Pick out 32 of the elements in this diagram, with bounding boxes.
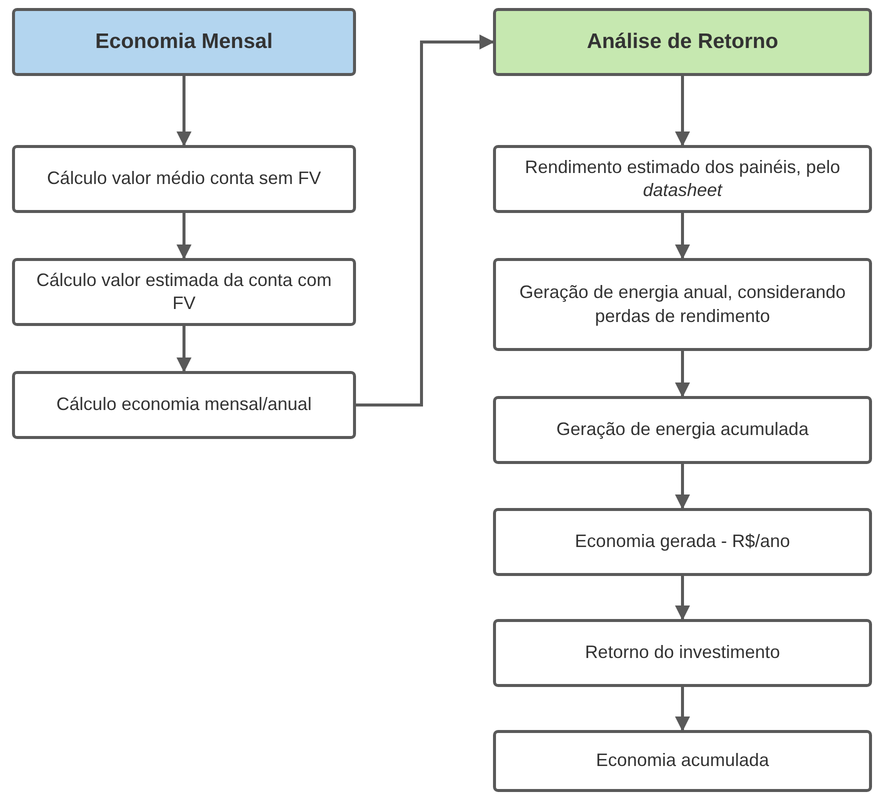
header-box bbox=[493, 8, 872, 76]
arrow bbox=[675, 687, 690, 732]
process-box bbox=[12, 371, 356, 439]
arrow bbox=[675, 213, 690, 260]
process-box bbox=[493, 619, 872, 687]
arrow bbox=[675, 464, 690, 510]
process-box bbox=[12, 258, 356, 326]
box-title: Análise de Retorno bbox=[586, 29, 778, 56]
process-box bbox=[493, 508, 872, 576]
arrow bbox=[675, 76, 690, 146]
arrow bbox=[356, 34, 494, 406]
box-title: Economia Mensal bbox=[95, 29, 273, 56]
box-text: Cálculo valor médio conta sem FV bbox=[46, 167, 322, 190]
arrow bbox=[176, 326, 192, 372]
process-box bbox=[493, 730, 872, 792]
box-text: Retorno do investimento bbox=[584, 641, 780, 664]
arrow bbox=[176, 76, 192, 146]
box-text: Rendimento estimado dos painéis, pelo datasheet bbox=[524, 156, 842, 202]
process-box bbox=[12, 145, 356, 213]
box-text: Geração de energia anual, considerando perdas de rendimento bbox=[518, 281, 847, 328]
arrow bbox=[176, 213, 192, 260]
process-box bbox=[493, 258, 872, 351]
box-text: Economia gerada - R$/ano bbox=[574, 530, 790, 554]
box-text: Cálculo valor estimada da conta com FV bbox=[35, 268, 333, 315]
box-text: Geração de energia acumulada bbox=[556, 418, 809, 442]
process-box bbox=[493, 145, 872, 213]
box-text: Cálculo economia mensal/anual bbox=[56, 393, 312, 416]
process-box bbox=[493, 396, 872, 464]
arrow bbox=[675, 576, 690, 620]
header-box bbox=[12, 8, 356, 76]
arrow bbox=[675, 351, 690, 398]
box-text: Economia acumulada bbox=[596, 749, 770, 772]
